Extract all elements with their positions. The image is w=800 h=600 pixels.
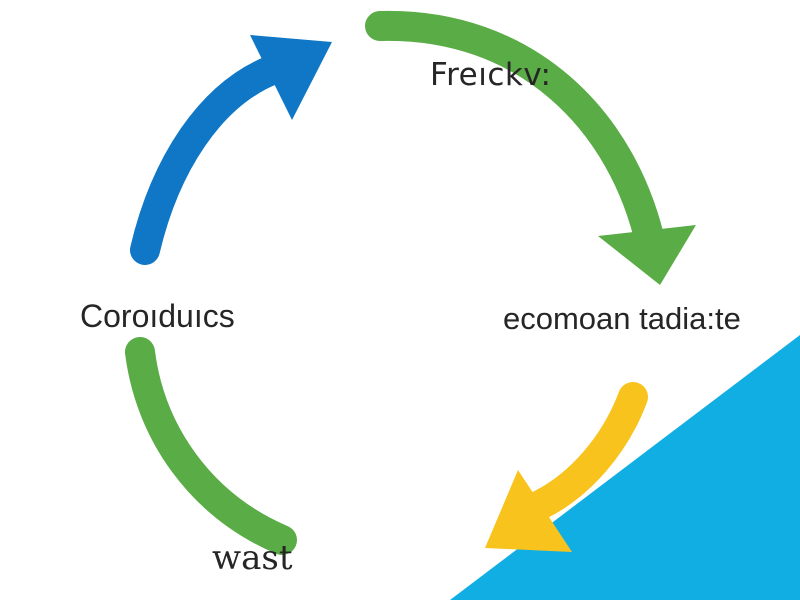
yellow-arrow-icon [485,382,648,552]
blue-arrow-icon [130,35,332,265]
right-node-label: ecomoan tadia:te [503,301,741,336]
green-arc-left-icon [125,337,297,555]
blue-corner-panel [450,335,800,600]
green-arrow-top-icon [365,10,696,285]
top-node-label: Freıckv: [430,57,552,93]
left-node-label: Coroıduıcs [80,298,235,334]
bottom-node-label: wast [212,538,293,578]
